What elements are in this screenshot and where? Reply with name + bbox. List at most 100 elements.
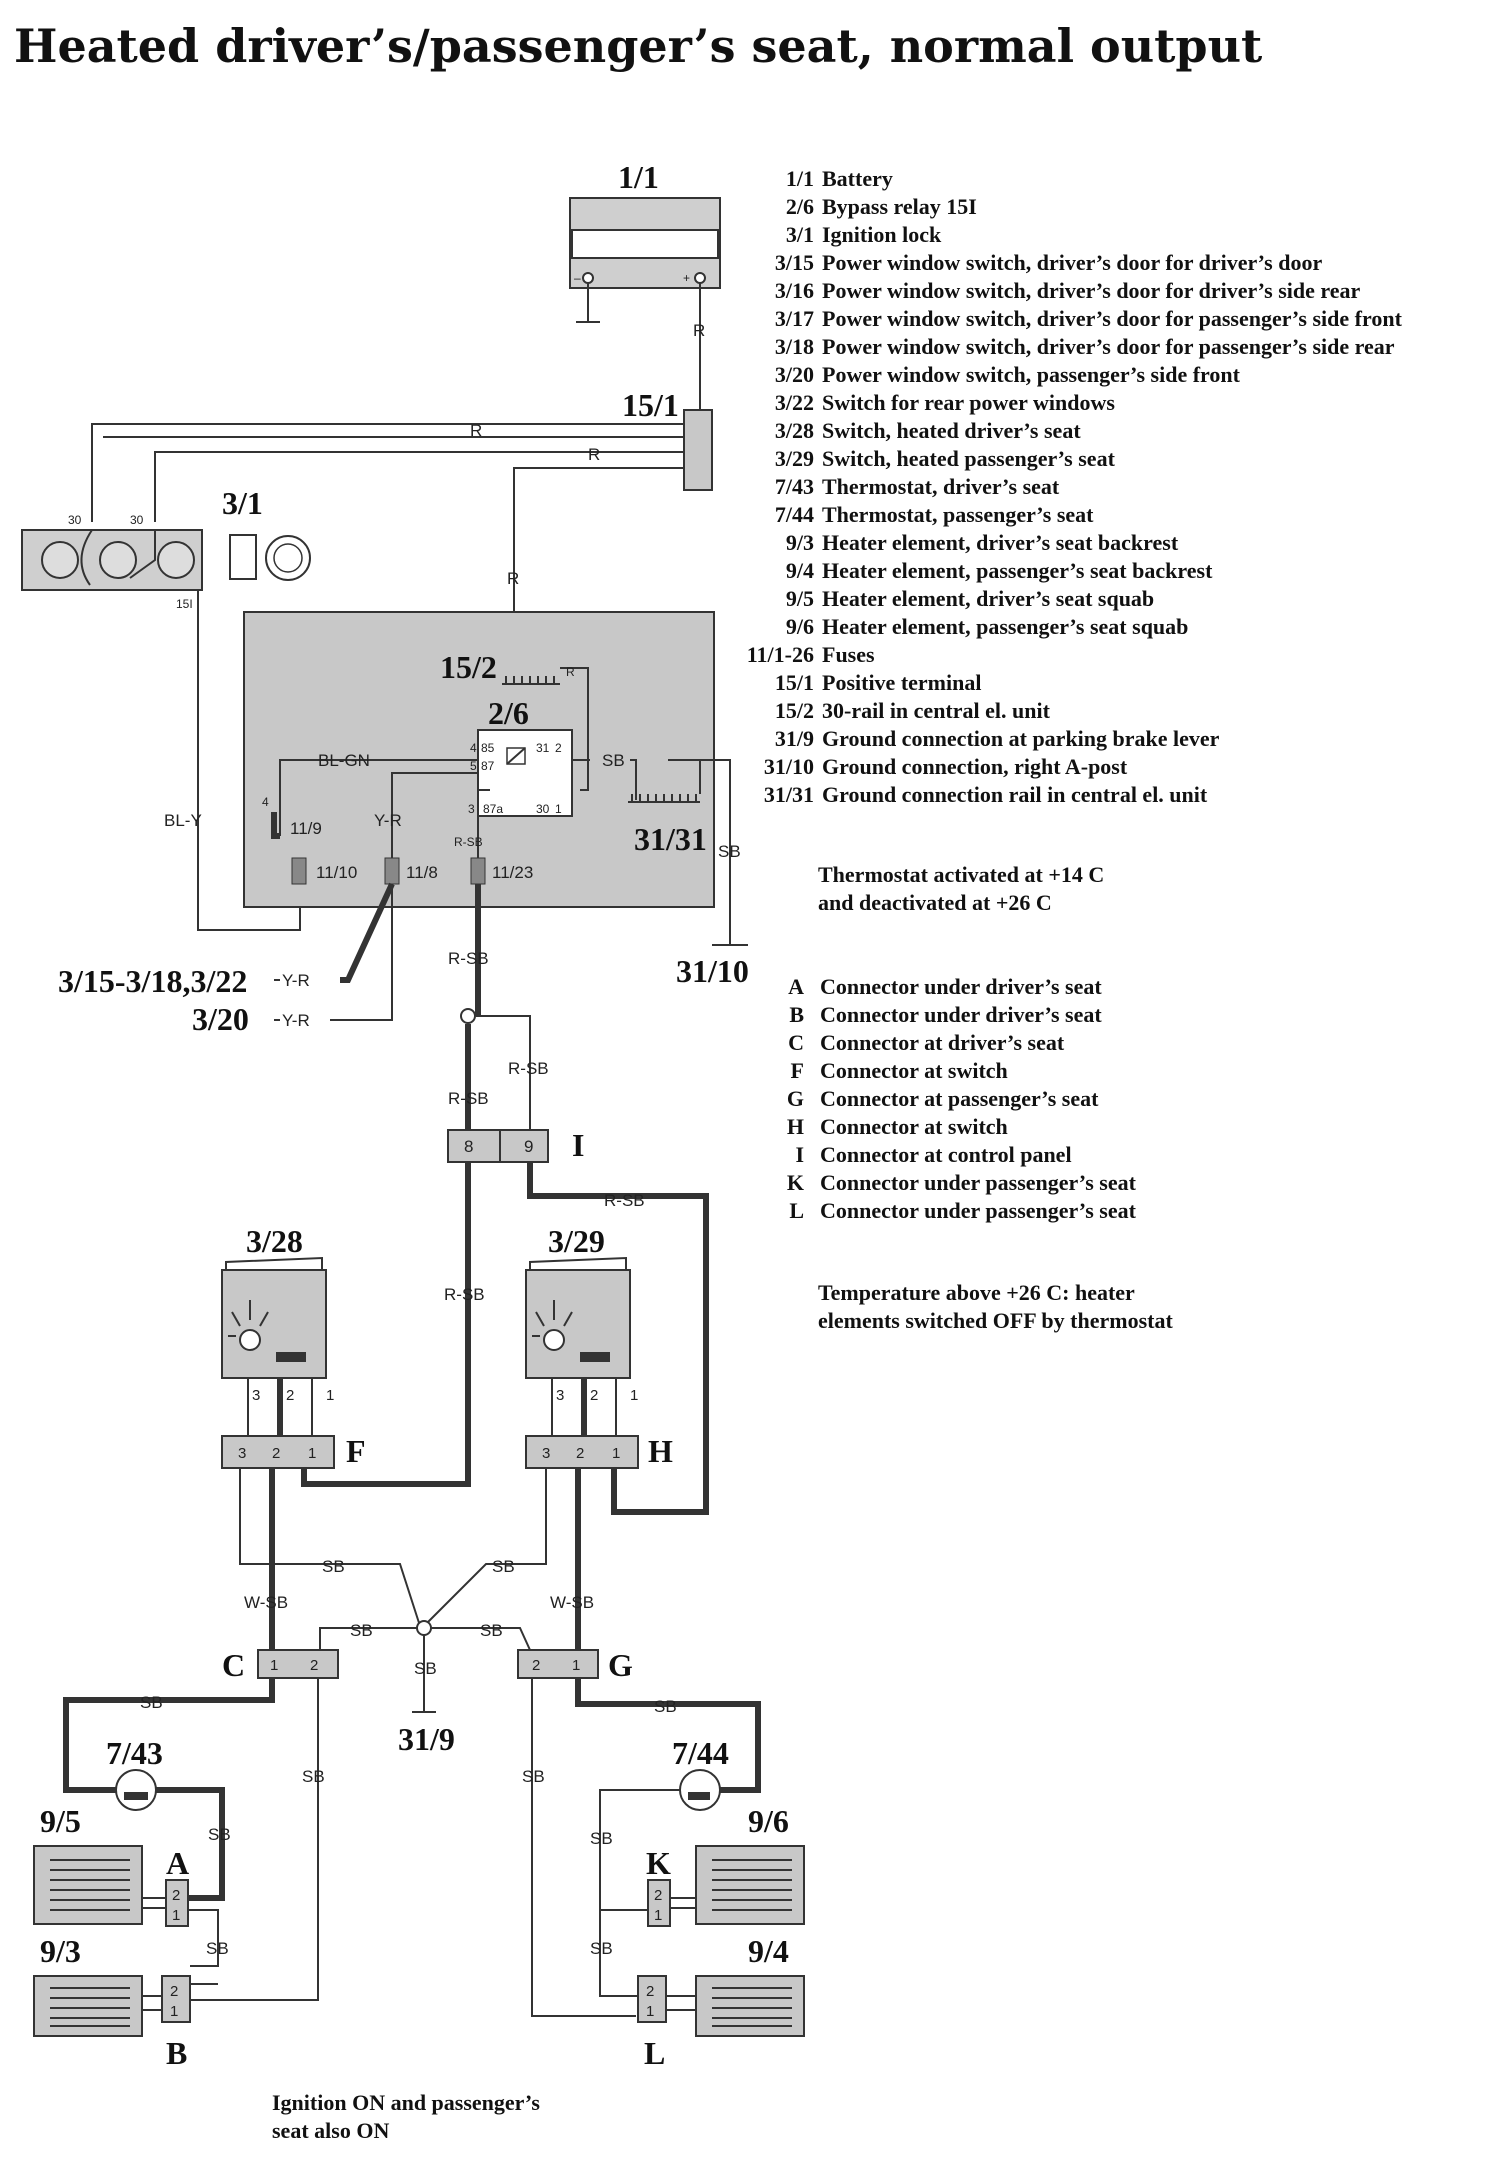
wire-label-r-sb-2: R-SB bbox=[448, 949, 489, 968]
ground-brake-label: 31/9 bbox=[398, 1721, 455, 1757]
wire-label-sb-14: SB bbox=[590, 1829, 613, 1848]
wire-label-bl-y: BL-Y bbox=[164, 811, 202, 830]
svg-text:3: 3 bbox=[542, 1445, 550, 1462]
pin-15i: 15I bbox=[176, 597, 193, 611]
legend-text-10: Switch, heated passenger’s seat bbox=[822, 446, 1116, 471]
conn-legend-code-4: G bbox=[787, 1086, 804, 1111]
temperature-note-line2: elements switched OFF by thermostat bbox=[818, 1308, 1173, 1333]
legend-text-20: Ground connection at parking brake lever bbox=[822, 726, 1220, 751]
heater-pass-squab-label: 9/6 bbox=[748, 1803, 789, 1839]
legend-code-21: 31/10 bbox=[764, 754, 814, 779]
legend-text-2: Ignition lock bbox=[822, 222, 942, 247]
connector-k-label: K bbox=[646, 1845, 671, 1881]
legend-code-7: 3/20 bbox=[775, 362, 814, 387]
svg-text:87a: 87a bbox=[483, 802, 503, 816]
wire-label-r-2: R bbox=[470, 421, 482, 440]
bypass-relay: 4 85 5 87 31 2 3 87a 30 1 bbox=[468, 729, 573, 817]
legend-code-16: 9/6 bbox=[786, 614, 814, 639]
legend-code-11: 7/43 bbox=[775, 474, 814, 499]
connector-h-label: H bbox=[648, 1433, 673, 1469]
conn-legend-code-3: F bbox=[791, 1058, 804, 1083]
connector-f-label: F bbox=[346, 1433, 366, 1469]
legend-text-18: Positive terminal bbox=[822, 670, 981, 695]
svg-text:1: 1 bbox=[572, 1657, 580, 1674]
svg-text:30: 30 bbox=[68, 513, 82, 527]
window-switches-label: 3/15-3/18,3/22 bbox=[58, 963, 247, 999]
svg-text:2: 2 bbox=[555, 741, 562, 755]
sw-pin-2a: 2 bbox=[286, 1387, 294, 1404]
svg-text:2: 2 bbox=[310, 1657, 318, 1674]
ground-rail-label: 31/31 bbox=[634, 821, 707, 857]
rail-30 bbox=[502, 676, 560, 685]
legend-text-4: Power window switch, driver’s door for d… bbox=[822, 278, 1361, 303]
svg-text:87: 87 bbox=[481, 759, 495, 773]
connector-k: 2 1 bbox=[647, 1879, 671, 1927]
svg-text:2: 2 bbox=[272, 1445, 280, 1462]
wire-label-w-sb-2: W-SB bbox=[550, 1593, 594, 1612]
sw-pin-2b: 2 bbox=[590, 1387, 598, 1404]
svg-text:11/9: 11/9 bbox=[290, 819, 322, 838]
heater-pass-back-label: 9/4 bbox=[748, 1933, 789, 1969]
wire-label-r-sb-1: R-SB bbox=[454, 835, 483, 849]
wire-label-sb-15: SB bbox=[590, 1939, 613, 1958]
connector-g-label: G bbox=[608, 1647, 633, 1683]
legend-text-22: Ground connection rail in central el. un… bbox=[822, 782, 1208, 807]
legend-text-13: Heater element, driver’s seat backrest bbox=[822, 530, 1179, 555]
conn-legend-text-3: Connector at switch bbox=[820, 1058, 1008, 1083]
fuse-11-10: 11/10 bbox=[291, 857, 357, 885]
conn-legend-text-8: Connector under passenger’s seat bbox=[820, 1198, 1137, 1223]
battery-label: 1/1 bbox=[618, 159, 659, 195]
wire-label-r-4: R bbox=[507, 569, 519, 588]
wire-label-y-r-1: Y-R bbox=[374, 811, 402, 830]
legend-text-19: 30-rail in central el. unit bbox=[822, 698, 1051, 723]
legend-code-14: 9/4 bbox=[786, 558, 814, 583]
wire-label-sb-5: SB bbox=[350, 1621, 373, 1640]
connector-i: 8 9 bbox=[447, 1129, 549, 1163]
svg-text:2: 2 bbox=[646, 1983, 654, 2000]
wire-label-sb-6: SB bbox=[480, 1621, 503, 1640]
positive-terminal bbox=[683, 409, 713, 491]
conn-legend-text-6: Connector at control panel bbox=[820, 1142, 1072, 1167]
svg-text:1: 1 bbox=[646, 2003, 654, 2020]
legend-text-16: Heater element, passenger’s seat squab bbox=[822, 614, 1188, 639]
thermo-pass bbox=[679, 1769, 721, 1811]
conn-legend-text-5: Connector at switch bbox=[820, 1114, 1008, 1139]
svg-text:2: 2 bbox=[532, 1657, 540, 1674]
thermostat-note-line2: and deactivated at +26 C bbox=[818, 890, 1052, 915]
legend-text-8: Switch for rear power windows bbox=[822, 390, 1115, 415]
sw-pin-3a: 3 bbox=[252, 1387, 260, 1404]
wire-label-sb-10: SB bbox=[208, 1825, 231, 1844]
legend-text-9: Switch, heated driver’s seat bbox=[822, 418, 1081, 443]
legend-text-12: Thermostat, passenger’s seat bbox=[822, 502, 1094, 527]
wire-label-r-sb-3: R-SB bbox=[448, 1089, 489, 1108]
bypass-relay-label: 2/6 bbox=[488, 695, 529, 731]
sw-pin-1a: 1 bbox=[326, 1387, 334, 1404]
heater-pass-squab bbox=[695, 1845, 805, 1925]
svg-text:85: 85 bbox=[481, 741, 495, 755]
thermo-driver bbox=[115, 1769, 157, 1811]
window-switch-pass-label: 3/20 bbox=[192, 1001, 249, 1037]
svg-text:1: 1 bbox=[654, 1907, 662, 1924]
legend-code-10: 3/29 bbox=[775, 446, 814, 471]
svg-text:2: 2 bbox=[576, 1445, 584, 1462]
svg-text:30: 30 bbox=[130, 513, 144, 527]
temperature-note-line1: Temperature above +26 C: heater bbox=[818, 1280, 1135, 1305]
legend-text-3: Power window switch, driver’s door for d… bbox=[822, 250, 1322, 275]
svg-text:3: 3 bbox=[238, 1445, 246, 1462]
wire-label-y-r-3: Y-R bbox=[282, 1011, 310, 1030]
legend-code-12: 7/44 bbox=[775, 502, 814, 527]
bottom-note-line1: Ignition ON and passenger’s bbox=[272, 2090, 540, 2115]
legend-code-4: 3/16 bbox=[775, 278, 814, 303]
legend-code-8: 3/22 bbox=[775, 390, 814, 415]
connector-b-label: B bbox=[166, 2035, 187, 2071]
wire-label-sb-7: SB bbox=[414, 1659, 437, 1678]
heater-pass-back bbox=[695, 1975, 805, 2037]
fuse-11-8: 11/8 bbox=[384, 857, 438, 885]
svg-text:4: 4 bbox=[470, 741, 477, 755]
conn-legend-code-5: H bbox=[787, 1114, 804, 1139]
wire-label-r-5: R bbox=[566, 665, 575, 679]
svg-text:30: 30 bbox=[536, 802, 550, 816]
svg-text:11/23: 11/23 bbox=[492, 863, 533, 882]
